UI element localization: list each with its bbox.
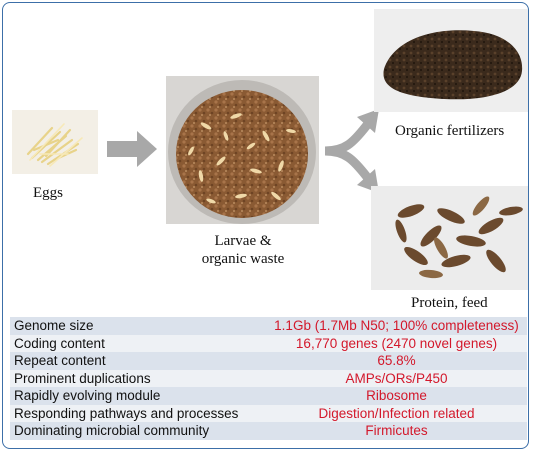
- row-value: Firmicutes: [266, 422, 527, 440]
- larvae-photo: [166, 76, 319, 224]
- table-row: Prominent duplications AMPs/ORs/P450: [10, 369, 527, 387]
- row-value: AMPs/ORs/P450: [266, 369, 527, 387]
- table-row: Rapidly evolving module Ribosome: [10, 387, 527, 405]
- row-key: Coding content: [10, 334, 266, 352]
- table-row: Genome size 1.1Gb (1.7Mb N50; 100% compl…: [10, 317, 527, 335]
- row-key: Prominent duplications: [10, 369, 266, 387]
- branch-arrow-icon: [324, 109, 379, 193]
- larvae-label: Larvae & organic waste: [173, 232, 313, 268]
- larvae-label-line2: organic waste: [201, 251, 285, 267]
- protein-label: Protein, feed: [411, 295, 488, 311]
- row-key: Responding pathways and processes: [10, 404, 266, 422]
- row-key: Repeat content: [10, 352, 266, 370]
- row-value: 1.1Gb (1.7Mb N50; 100% completeness): [266, 317, 527, 335]
- eggs-label: Eggs: [33, 185, 63, 201]
- row-key: Rapidly evolving module: [10, 387, 266, 405]
- row-key: Genome size: [10, 317, 266, 335]
- row-value: 16,770 genes (2470 novel genes): [266, 334, 527, 352]
- row-key: Dominating microbial community: [10, 422, 266, 440]
- table-row: Dominating microbial community Firmicute…: [10, 422, 527, 440]
- table-row: Responding pathways and processes Digest…: [10, 404, 527, 422]
- fertilizer-label: Organic fertilizers: [395, 123, 505, 139]
- protein-photo: [371, 186, 528, 290]
- row-value: Ribosome: [266, 387, 527, 405]
- table-row: Repeat content 65.8%: [10, 352, 527, 370]
- larvae-label-line1: Larvae &: [214, 233, 272, 249]
- arrow-right-icon: [107, 131, 157, 167]
- row-value: Digestion/Infection related: [266, 404, 527, 422]
- table-row: Coding content 16,770 genes (2470 novel …: [10, 334, 527, 352]
- row-value: 65.8%: [266, 352, 527, 370]
- fertilizer-photo: [374, 9, 528, 112]
- eggs-photo: [12, 110, 98, 174]
- genome-stats-table: Genome size 1.1Gb (1.7Mb N50; 100% compl…: [10, 317, 527, 440]
- figure-frame: Eggs: [2, 2, 529, 449]
